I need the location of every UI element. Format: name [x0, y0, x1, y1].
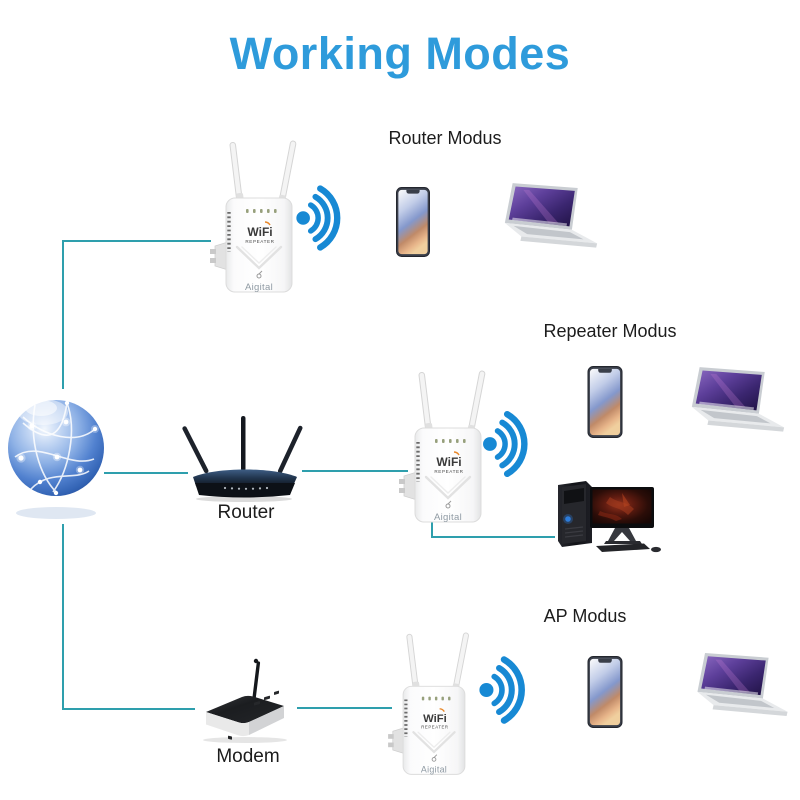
laptop-icon-repeater-mode [691, 367, 785, 432]
wifi-signal-icon-repeater-mode [483, 411, 528, 477]
page-title: Working Modes [229, 28, 571, 79]
line-modem-to-ap [297, 707, 392, 709]
repeater-brand-text: Aigital [245, 282, 273, 293]
repeater-logo-sub-text: REPEATER [421, 724, 448, 729]
repeater-logo-text: WiFi [423, 713, 447, 725]
repeater-brand-text: Aigital [434, 512, 462, 523]
wifi-signal-icon-router-mode [296, 185, 341, 251]
repeater-device-router-mode: WiFi REPEATER Aigital [210, 140, 297, 293]
laptop-icon-router-mode [504, 183, 598, 248]
label-router-mode: Router Modus [388, 128, 502, 148]
laptop-icon-ap-mode [697, 652, 788, 717]
repeater-logo-sub-text: REPEATER [434, 469, 463, 474]
line-internet-to-router-mode [62, 240, 211, 389]
line-internet-to-router [104, 472, 188, 474]
repeater-logo-text: WiFi [436, 455, 461, 469]
internet-globe-icon [8, 399, 104, 519]
line-internet-to-modem [62, 524, 195, 710]
repeater-device-repeater-mode: WiFi REPEATER Aigital [399, 370, 486, 523]
desktop-pc-icon [558, 481, 661, 553]
line-router-to-repeater [302, 470, 408, 472]
router-icon [182, 416, 303, 502]
repeater-logo-text: WiFi [247, 225, 272, 239]
repeater-brand-text: Aigital [421, 765, 447, 775]
line-repeater-to-desktop [431, 521, 555, 538]
modem-icon [203, 658, 287, 743]
wifi-signal-icon-ap-mode [479, 656, 525, 724]
smartphone-icon-repeater-mode [587, 366, 623, 438]
label-repeater-mode: Repeater Modus [543, 321, 677, 341]
repeater-device-ap-mode: WiFi REPEATER Aigital [388, 632, 469, 775]
label-router: Router [217, 502, 275, 523]
label-ap-mode: AP Modus [543, 606, 627, 626]
smartphone-icon-ap-mode [587, 656, 623, 728]
smartphone-icon-router-mode [396, 187, 430, 257]
label-modem: Modem [216, 746, 280, 767]
repeater-logo-sub-text: REPEATER [245, 239, 274, 244]
